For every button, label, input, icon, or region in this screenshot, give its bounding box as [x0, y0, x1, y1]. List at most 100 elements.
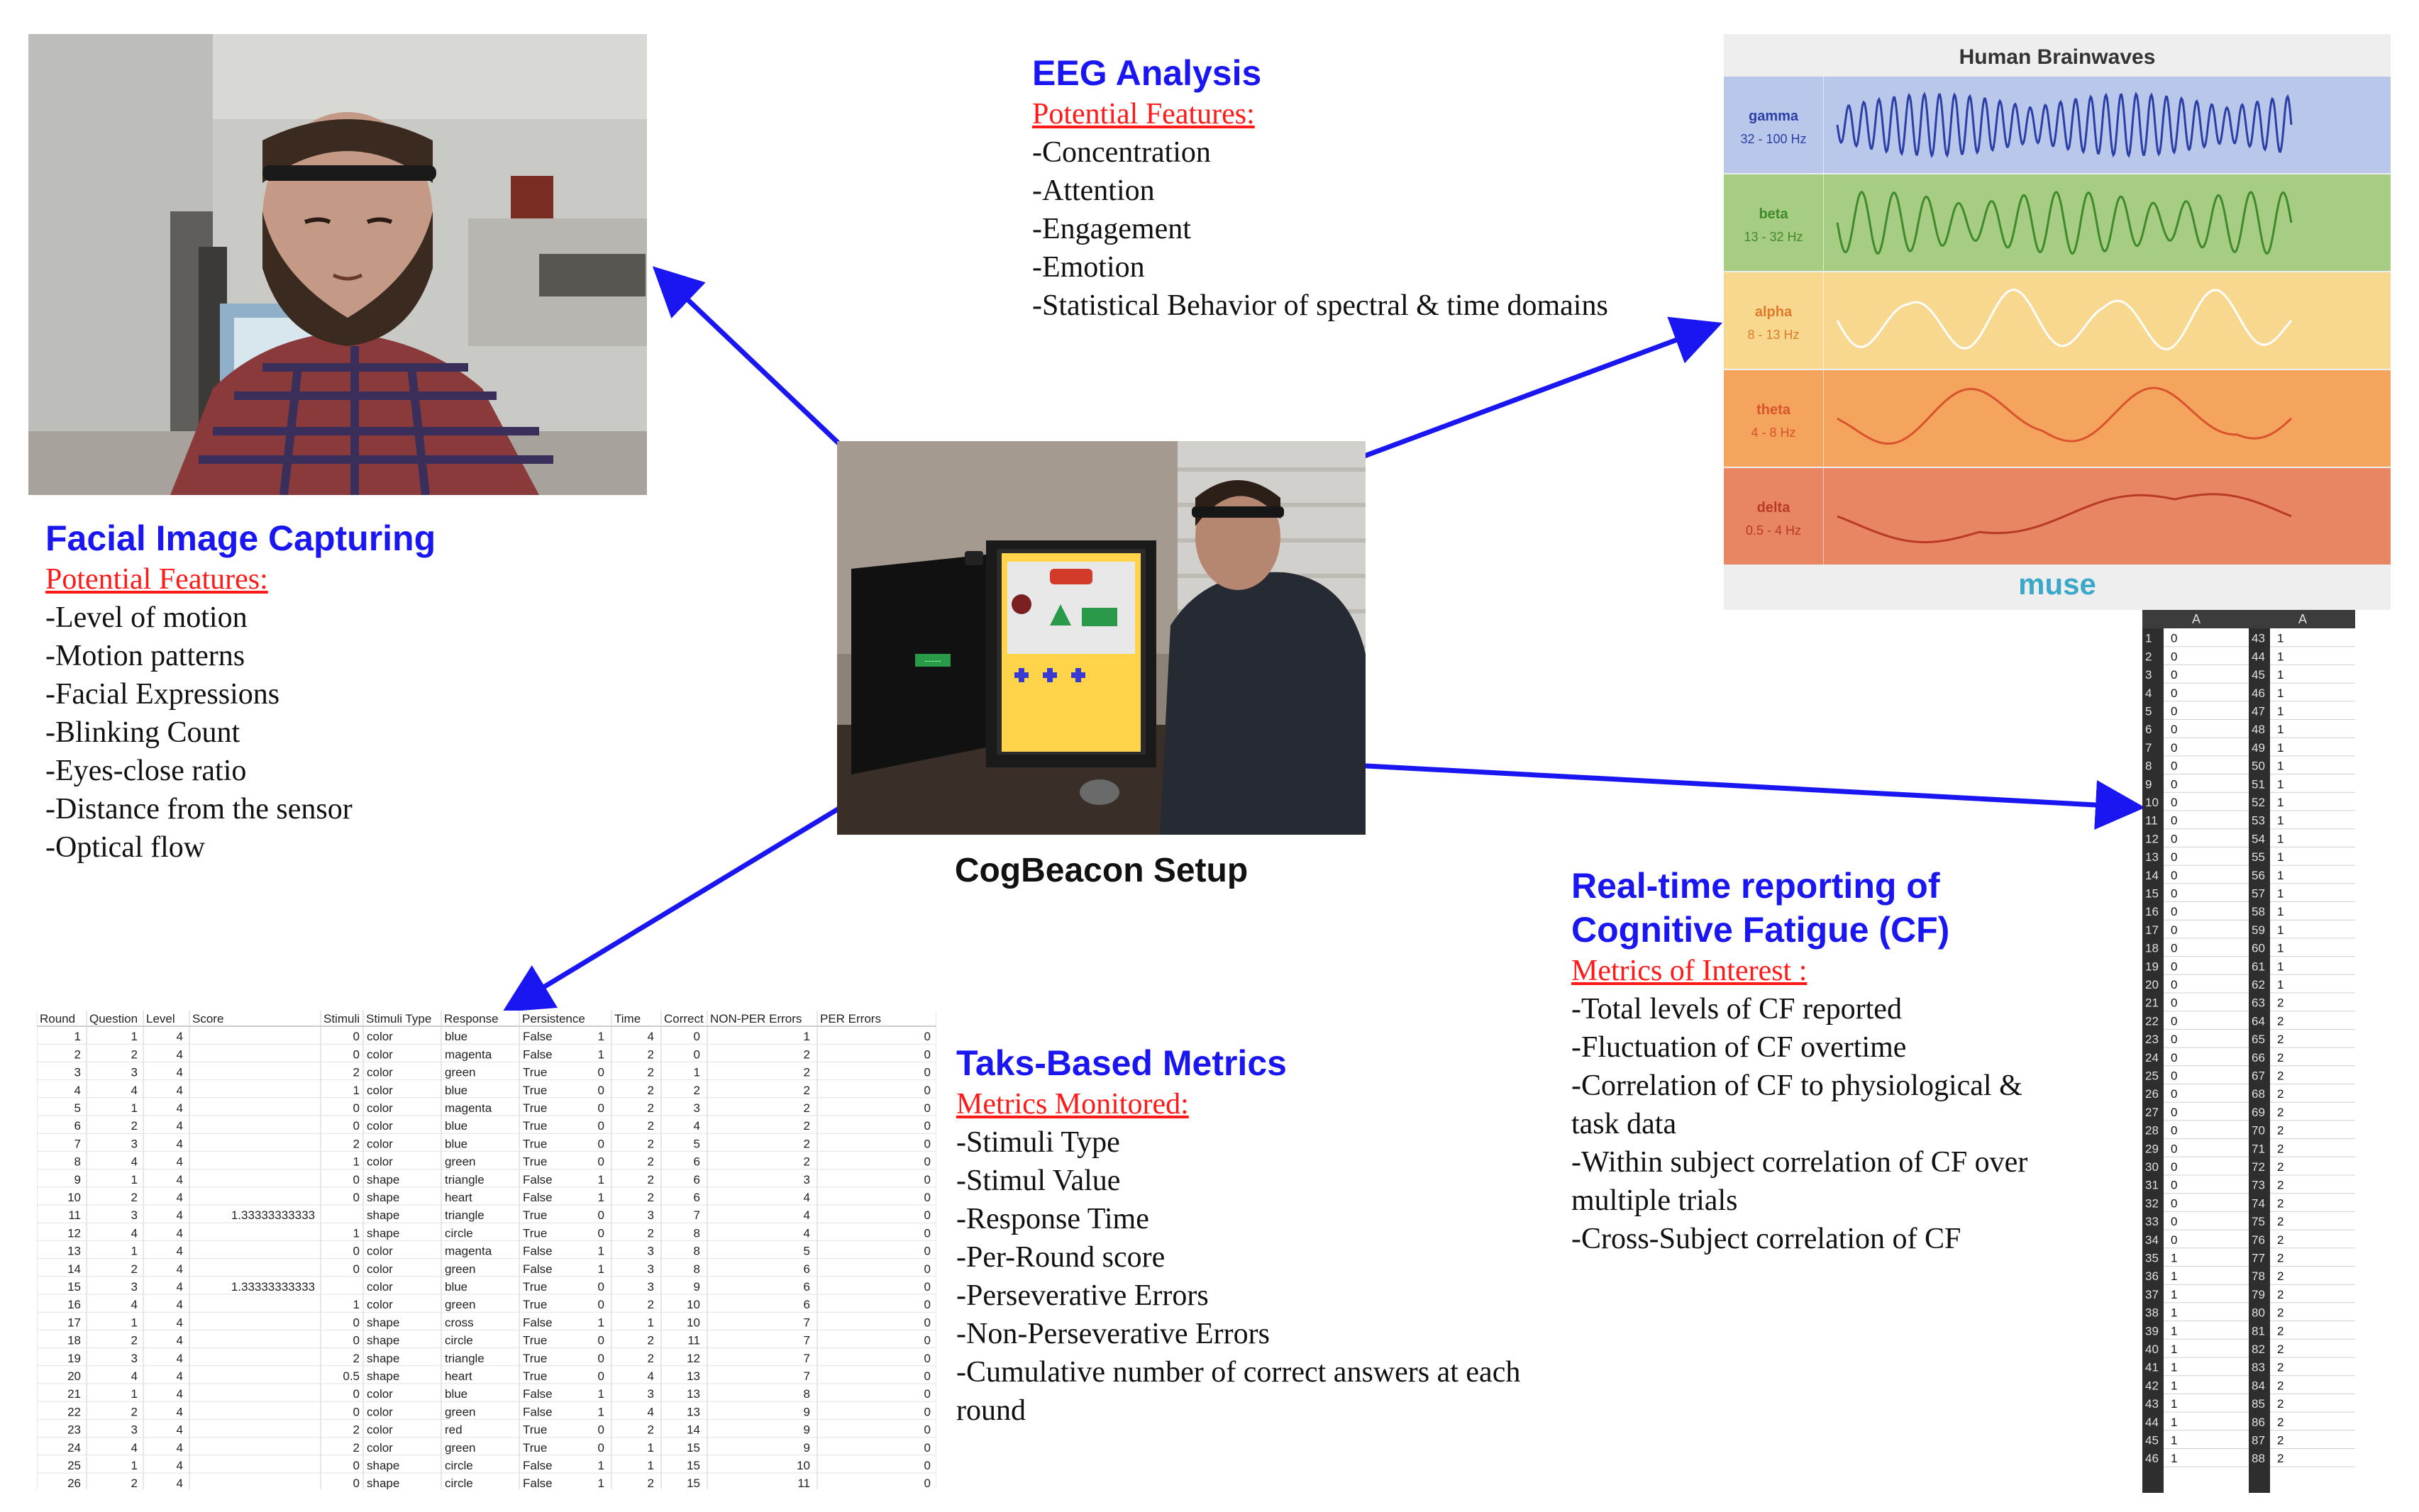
task-metrics-title: Taks-Based Metrics — [956, 1043, 1287, 1083]
table-cell: 21 — [67, 1387, 81, 1401]
sheet-row-number: 8 — [2145, 760, 2152, 773]
table-cell: 0 — [598, 1208, 604, 1222]
table-cell: 0 — [924, 1119, 931, 1133]
sheet-row-number: 44 — [2145, 1416, 2159, 1429]
table-cell: False — [523, 1245, 553, 1258]
table-cell: 1 — [598, 1191, 604, 1204]
task-metrics-list: -Stimuli Type -Stimul Value -Response Ti… — [956, 1123, 1520, 1430]
table-cell: 0 — [353, 1405, 360, 1418]
table-cell: 0 — [598, 1119, 604, 1133]
eeg-feature-item: -Concentration — [1032, 136, 1211, 169]
cf-metric-item: -Cross-Subject correlation of CF — [1571, 1223, 1961, 1255]
sheet-cell-value: 0 — [2171, 887, 2177, 901]
table-cell: 4 — [131, 1298, 138, 1311]
sheet-cell-value: 0 — [2171, 650, 2177, 663]
table-cell: 3 — [74, 1066, 81, 1079]
sheet-row-number: 33 — [2145, 1215, 2159, 1228]
sheet-cell-value: 0 — [2171, 978, 2177, 991]
table-cell: 3 — [648, 1208, 654, 1222]
table-cell: 0 — [924, 1208, 931, 1222]
facial-feature-item: -Level of motion — [45, 601, 248, 634]
table-cell: 4 — [177, 1155, 183, 1169]
table-cell: 0 — [924, 1245, 931, 1258]
sheet-row-number: 63 — [2252, 996, 2265, 1010]
table-cell: 10 — [687, 1298, 700, 1311]
table-cell: 0 — [924, 1316, 931, 1329]
table-cell: 1 — [131, 1173, 138, 1186]
table-cell: 0 — [598, 1423, 604, 1437]
table-cell: 2 — [804, 1119, 810, 1133]
table-cell: 0 — [353, 1477, 360, 1489]
table-cell: 1 — [131, 1245, 138, 1258]
table-cell: 4 — [177, 1208, 183, 1222]
table-cell: 0 — [353, 1191, 360, 1204]
table-cell: 12 — [687, 1352, 700, 1365]
table-cell: True — [523, 1084, 547, 1097]
sheet-header-bar — [2142, 610, 2249, 628]
table-cell: triangle — [445, 1173, 485, 1186]
table-cell: 0 — [924, 1226, 931, 1240]
sheet-row-number: 3 — [2145, 668, 2152, 682]
sheet-cell-value: 0 — [2171, 796, 2177, 809]
table-cell: 4 — [177, 1423, 183, 1437]
sheet-row-number: 14 — [2145, 869, 2159, 882]
table-cell: magenta — [445, 1245, 492, 1258]
sheet-row-number: 85 — [2252, 1397, 2265, 1411]
table-cell: 7 — [804, 1352, 810, 1365]
sheet-row-number: 31 — [2145, 1179, 2159, 1192]
cf-metric-item: -Correlation of CF to physiological & — [1571, 1069, 2022, 1102]
table-cell: 3 — [648, 1280, 654, 1294]
sheet-cell-value: 2 — [2277, 1160, 2284, 1174]
table-cell: 1 — [353, 1298, 360, 1311]
sheet-row-number: 24 — [2145, 1051, 2159, 1064]
table-cell: 9 — [804, 1441, 810, 1455]
brainwave-beta-line — [1836, 191, 2293, 255]
sheet-row-number: 60 — [2252, 942, 2265, 955]
sheet-row-number: 40 — [2145, 1343, 2159, 1356]
sheet-column-header: A — [2192, 612, 2201, 626]
table-cell: True — [523, 1298, 547, 1311]
sheet-row-number: 51 — [2252, 777, 2265, 791]
sheet-row-number: 19 — [2145, 960, 2159, 973]
sheet-row-number: 20 — [2145, 978, 2159, 991]
table-cell: 1 — [131, 1316, 138, 1329]
table-cell: 1 — [353, 1084, 360, 1097]
sheet-row-number: 61 — [2252, 960, 2265, 973]
sheet-row-number: 37 — [2145, 1288, 2159, 1301]
table-cell: 13 — [67, 1245, 81, 1258]
task-metric-item: -Response Time — [956, 1203, 1149, 1235]
sheet-cell-value: 0 — [2171, 686, 2177, 700]
table-cell: 4 — [177, 1066, 183, 1079]
table-cell: green — [445, 1298, 475, 1311]
table-cell: 20 — [67, 1369, 81, 1383]
sheet-row-number-gutter — [2142, 628, 2164, 1493]
table-cell: 1 — [648, 1316, 654, 1329]
table-cell: 4 — [131, 1226, 138, 1240]
band-divider — [1823, 468, 1824, 565]
sheet-row-number: 44 — [2252, 650, 2265, 663]
table-cell: 3 — [648, 1387, 654, 1401]
table-cell: 25 — [67, 1459, 81, 1472]
facial-capturing-title: Facial Image Capturing — [45, 518, 436, 558]
table-cell: 1 — [74, 1030, 81, 1043]
table-cell: True — [523, 1352, 547, 1365]
table-cell: 2 — [131, 1262, 138, 1276]
sheet-cell-value: 1 — [2277, 850, 2284, 864]
table-cell: 2 — [648, 1155, 654, 1169]
band-divider — [1823, 272, 1824, 369]
table-header-cell: Stimuli Type — [366, 1012, 431, 1025]
sheet-cell-value: 1 — [2277, 686, 2284, 700]
table-cell: 12 — [67, 1226, 81, 1240]
table-cell: True — [523, 1066, 547, 1079]
sheet-cell-value: 1 — [2277, 668, 2284, 682]
table-cell: 0 — [353, 1316, 360, 1329]
sheet-row-number: 75 — [2252, 1215, 2265, 1228]
band-name-label: alpha — [1755, 304, 1793, 320]
table-cell: 0 — [924, 1155, 931, 1169]
table-cell: 2 — [648, 1298, 654, 1311]
table-cell: 0 — [353, 1459, 360, 1472]
table-cell: 1 — [598, 1459, 604, 1472]
table-header-cell: Stimuli — [323, 1012, 360, 1025]
table-cell: 9 — [694, 1280, 700, 1294]
sheet-cell-value: 0 — [2171, 1233, 2177, 1247]
